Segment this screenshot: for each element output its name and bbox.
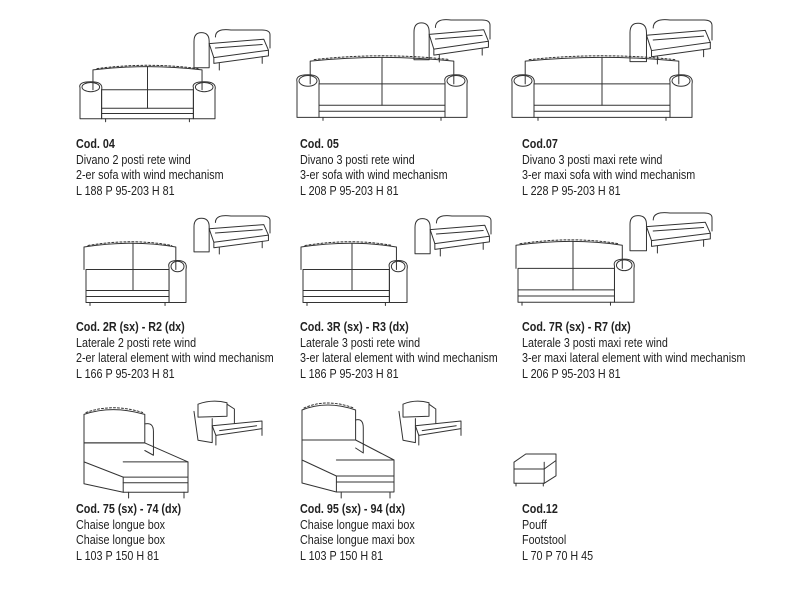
description-en: Chaise longue maxi box xyxy=(300,533,415,547)
sofa-drawing xyxy=(511,55,693,121)
bed-mechanism-drawing xyxy=(629,19,713,65)
description-it: Laterale 3 posti rete wind xyxy=(300,335,421,350)
pouf-drawing xyxy=(513,453,557,487)
description-en: 2-er lateral element with wind mechanism xyxy=(76,351,274,365)
product-caption: Cod. 95 (sx) - 94 (dx)Chaise longue maxi… xyxy=(300,502,415,564)
bed-mechanism-drawing xyxy=(413,19,491,63)
description-it: Laterale 3 posti maxi rete wind xyxy=(522,335,668,350)
dimensions: L 208 P 95-203 H 81 xyxy=(300,183,399,198)
description-it: Pouff xyxy=(522,517,547,532)
bed-mechanism-drawing xyxy=(193,29,271,71)
product-code: Cod. 95 (sx) - 94 (dx) xyxy=(300,502,406,516)
dimensions: L 166 P 95-203 H 81 xyxy=(76,366,175,381)
description-en: 3-er maxi lateral element with wind mech… xyxy=(522,351,746,365)
description-en: 3-er maxi sofa with wind mechanism xyxy=(522,168,696,182)
description-it: Divano 3 posti maxi rete wind xyxy=(522,152,663,167)
chaise-longue-drawing xyxy=(83,407,189,499)
description-en: Footstool xyxy=(522,533,567,547)
sofa-drawing xyxy=(79,64,216,123)
bed-mechanism-drawing xyxy=(629,212,713,254)
sofa-drawing xyxy=(296,55,468,121)
description-it: Laterale 2 posti rete wind xyxy=(76,335,197,350)
product-code: Cod. 2R (sx) - R2 (dx) xyxy=(76,320,185,334)
product-code: Cod. 05 xyxy=(300,137,339,151)
bed-mechanism-drawing xyxy=(193,215,271,255)
product-code: Cod. 04 xyxy=(76,137,115,151)
description-it: Divano 3 posti rete wind xyxy=(300,152,415,167)
sofa-drawing xyxy=(300,241,408,306)
chaise-longue-drawing xyxy=(301,402,395,499)
product-code: Cod. 7R (sx) - R7 (dx) xyxy=(522,320,631,334)
description-it: Chaise longue box xyxy=(76,517,166,532)
description-en: 2-er sofa with wind mechanism xyxy=(76,168,224,182)
product-code: Cod.12 xyxy=(522,502,558,516)
sofa-drawing xyxy=(515,239,635,306)
dimensions: L 103 P 150 H 81 xyxy=(300,548,384,563)
product-caption: Cod. 2R (sx) - R2 (dx)Laterale 2 posti r… xyxy=(76,320,274,382)
description-it: Divano 2 posti rete wind xyxy=(76,152,191,167)
description-en: Chaise longue box xyxy=(76,533,166,547)
product-code: Cod. 75 (sx) - 74 (dx) xyxy=(76,502,182,516)
product-caption: Cod. 3R (sx) - R3 (dx)Laterale 3 posti r… xyxy=(300,320,498,382)
chaise-open-drawing xyxy=(398,400,462,446)
dimensions: L 70 P 70 H 45 xyxy=(522,548,594,563)
dimensions: L 206 P 95-203 H 81 xyxy=(522,366,621,381)
description-en: 3-er lateral element with wind mechanism xyxy=(300,351,498,365)
dimensions: L 228 P 95-203 H 81 xyxy=(522,183,621,198)
product-code: Cod.07 xyxy=(522,137,558,151)
sofa-drawing xyxy=(83,241,187,306)
product-code: Cod. 3R (sx) - R3 (dx) xyxy=(300,320,409,334)
dimensions: L 188 P 95-203 H 81 xyxy=(76,183,175,198)
bed-mechanism-drawing xyxy=(414,215,492,257)
product-caption: Cod. 7R (sx) - R7 (dx)Laterale 3 posti m… xyxy=(522,320,745,382)
dimensions: L 186 P 95-203 H 81 xyxy=(300,366,399,381)
description-en: 3-er sofa with wind mechanism xyxy=(300,168,448,182)
description-it: Chaise longue maxi box xyxy=(300,517,415,532)
dimensions: L 103 P 150 H 81 xyxy=(76,548,160,563)
chaise-open-drawing xyxy=(193,400,263,446)
